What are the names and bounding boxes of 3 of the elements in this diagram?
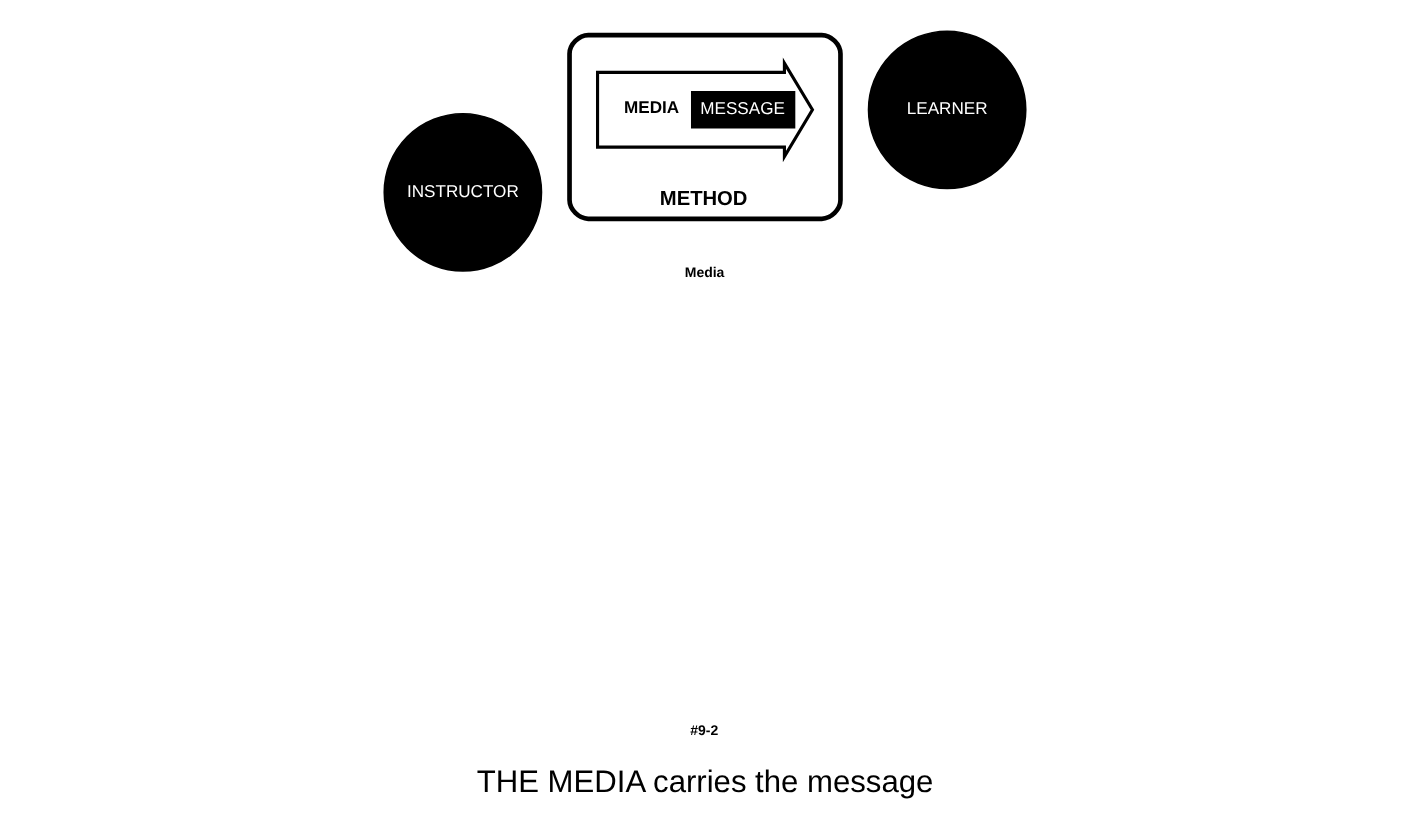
caption: THE MEDIA carries the message <box>475 765 933 800</box>
node-circle: INSTRUCTOR <box>382 112 542 272</box>
node-circle: LEARNER <box>866 30 1026 190</box>
